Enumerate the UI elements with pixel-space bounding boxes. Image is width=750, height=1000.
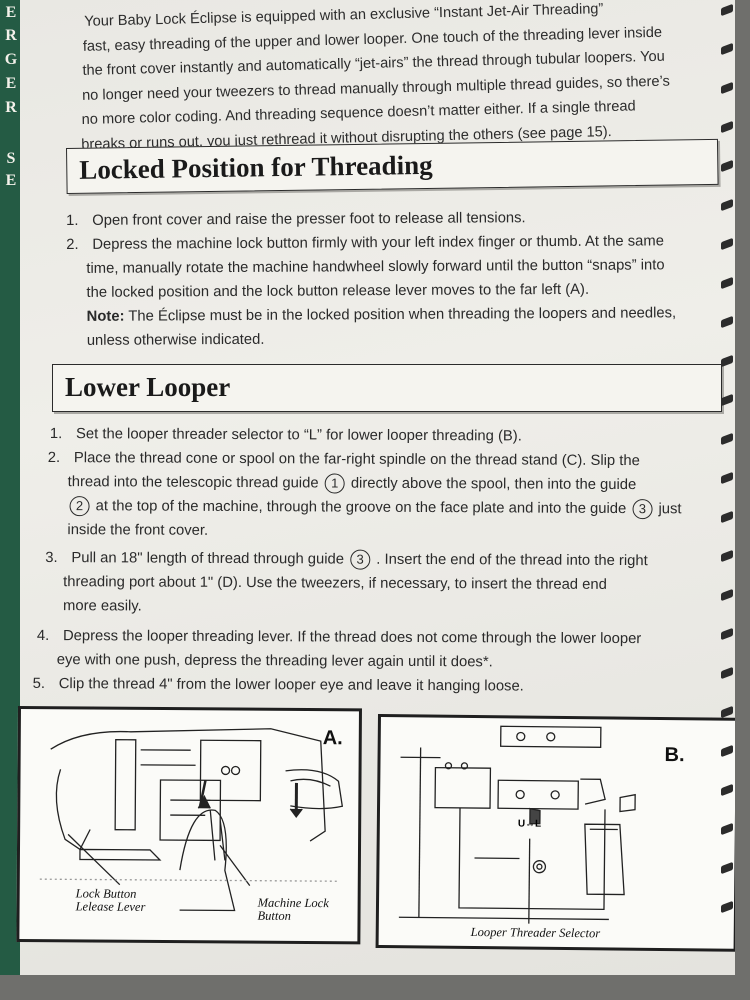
- step-number: 5.: [32, 675, 46, 692]
- guide-3-marker: 3: [632, 499, 653, 520]
- binding-ring: [721, 81, 733, 95]
- step-text: inside the front cover.: [67, 522, 209, 539]
- binding-ring: [721, 861, 733, 875]
- locked-position-heading-box: Locked Position for Threading: [66, 138, 719, 194]
- binding-ring: [721, 159, 733, 173]
- step-text: Place the thread cone or spool on the fa…: [73, 450, 640, 470]
- binding-ring: [721, 510, 733, 524]
- lower-looper-heading-box: Lower Looper: [52, 364, 722, 412]
- step-text: Clip the thread 4" from the lower looper…: [58, 676, 524, 695]
- chapter-tab: E R G E R S E: [0, 0, 20, 975]
- step-number: 3.: [45, 549, 58, 567]
- binding-ring: [721, 354, 733, 368]
- binding-ring: [721, 822, 733, 836]
- binding-ring: [721, 900, 733, 914]
- guide-3-marker: 3: [350, 549, 371, 570]
- locked-position-heading: Locked Position for Threading: [79, 149, 433, 185]
- tab-letter: R: [5, 99, 17, 116]
- guide-1-marker: 1: [324, 473, 345, 494]
- step-text: Depress the looper threading lever. If t…: [62, 628, 642, 648]
- lower-looper-steps: 1. Set the looper threader selector to “…: [33, 422, 731, 700]
- step-number: 1.: [49, 426, 63, 443]
- step-text: eye with one push, depress the threading…: [56, 652, 493, 671]
- manual-page: E R G E R S E Your Baby Lock Éclipse is …: [0, 0, 735, 975]
- binding-ring: [721, 744, 733, 758]
- step-number: 1.: [66, 212, 79, 229]
- binding-ring: [721, 705, 733, 719]
- tab-letter: E: [5, 75, 17, 92]
- figure-b-drawing: [398, 725, 636, 924]
- locked-position-steps: 1. Open front cover and raise the presse…: [66, 205, 727, 353]
- figure-b-looper-selector: U↔L B. Looper Threader Selector: [375, 714, 735, 952]
- intro-paragraph: Your Baby Lock Éclipse is equipped with …: [78, 0, 721, 157]
- binding-ring: [721, 666, 733, 680]
- binding-ring: [721, 627, 733, 641]
- figure-a-drawing: [39, 728, 344, 912]
- binding-ring: [721, 549, 733, 563]
- guide-2-marker: 2: [69, 496, 90, 517]
- machine-lock-button-label: Machine Lock Button: [257, 895, 329, 923]
- note-label: Note:: [86, 308, 125, 325]
- binding-ring: [721, 432, 733, 446]
- binding-ring: [721, 120, 733, 134]
- tab-letter: G: [4, 51, 18, 68]
- binding-ring: [721, 3, 733, 17]
- tab-letter: E: [5, 172, 17, 189]
- step-text: time, manually rotate the machine handwh…: [86, 257, 665, 277]
- binding-ring: [721, 315, 733, 329]
- looper-threader-selector-label: Looper Threader Selector: [470, 924, 601, 941]
- tab-letter: S: [6, 150, 16, 167]
- step-text: more easily.: [62, 598, 142, 615]
- note-text: The Éclipse must be in the locked positi…: [128, 305, 677, 325]
- lock-button-release-lever-label: Lock Button Lelease Lever: [75, 886, 146, 914]
- step-text: directly above the spool, then into the …: [350, 475, 637, 494]
- binding-ring: [721, 588, 733, 602]
- step-text: Depress the machine lock button firmly w…: [92, 233, 664, 253]
- binding-ring: [721, 198, 733, 212]
- lower-looper-heading: Lower Looper: [65, 372, 231, 402]
- step-number: 4.: [36, 627, 50, 645]
- step-text: thread into the telescopic thread guide: [67, 474, 319, 492]
- binding-ring: [721, 237, 733, 251]
- tab-letter: R: [5, 27, 17, 44]
- step-text: at the top of the machine, through the g…: [95, 498, 627, 518]
- binding-ring: [721, 783, 733, 797]
- figure-a-lock-button: A. Lock Button Lelease Lever Machine Loc…: [16, 706, 362, 945]
- binding-ring: [721, 471, 733, 485]
- selector-u-l-marking: U↔L: [517, 818, 542, 830]
- binding-ring: [721, 393, 733, 407]
- figure-b-letter: B.: [664, 744, 685, 767]
- step-number: 2.: [66, 236, 79, 253]
- step-text: . Insert the end of the thread into the …: [376, 551, 648, 570]
- step-text: Set the looper threader selector to “L” …: [76, 426, 522, 445]
- step-text: Open front cover and raise the presser f…: [92, 210, 526, 229]
- step-text: threading port about 1" (D). Use the twe…: [63, 574, 607, 593]
- step-text: Pull an 18" length of thread through gui…: [71, 550, 345, 568]
- spiral-binding: [719, 0, 735, 975]
- figure-a-letter: A.: [322, 727, 343, 750]
- binding-ring: [721, 42, 733, 56]
- step-number: 2.: [47, 450, 61, 467]
- note-text: unless otherwise indicated.: [86, 331, 265, 349]
- binding-ring: [721, 276, 733, 290]
- tab-letter: E: [5, 4, 17, 21]
- step-text: just: [658, 501, 682, 518]
